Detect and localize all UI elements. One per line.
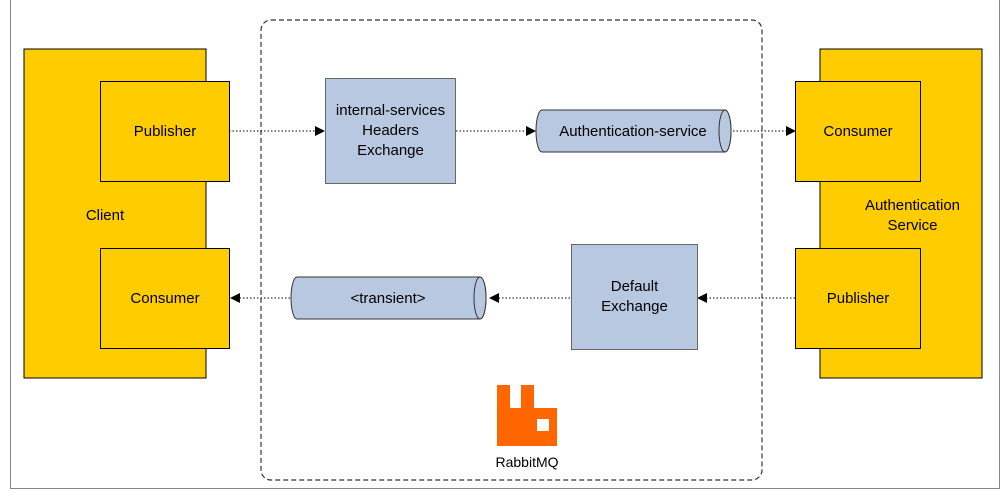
client-consumer-box: Consumer xyxy=(100,248,230,349)
rabbitmq-boundary xyxy=(260,19,763,481)
auth-queue-label: Authentication-service xyxy=(559,122,707,140)
rabbitmq-logo-icon xyxy=(497,385,557,446)
transient-queue-label: <transient> xyxy=(350,289,426,307)
headers-exchange-box: internal-services Headers Exchange xyxy=(325,78,456,184)
default-exchange-label: Default Exchange xyxy=(601,278,668,315)
rabbitmq-label: RabbitMQ xyxy=(495,454,559,470)
headers-exchange-label: internal-services Headers Exchange xyxy=(335,102,446,159)
default-exchange-box: Default Exchange xyxy=(571,244,698,350)
client-label: Client xyxy=(85,207,125,224)
auth-consumer-label: Consumer xyxy=(823,122,893,140)
auth-consumer-box: Consumer xyxy=(795,81,921,182)
figure-frame xyxy=(10,0,1000,489)
auth-queue-cylinder xyxy=(535,109,732,153)
client-consumer-label: Consumer xyxy=(130,289,200,307)
client-publisher-box: Publisher xyxy=(100,81,230,182)
auth-service-label: Authentication Service xyxy=(864,197,961,234)
auth-publisher-box: Publisher xyxy=(795,248,921,349)
auth-publisher-label: Publisher xyxy=(826,289,890,307)
transient-queue-cylinder xyxy=(290,276,487,320)
client-publisher-label: Publisher xyxy=(133,122,197,140)
